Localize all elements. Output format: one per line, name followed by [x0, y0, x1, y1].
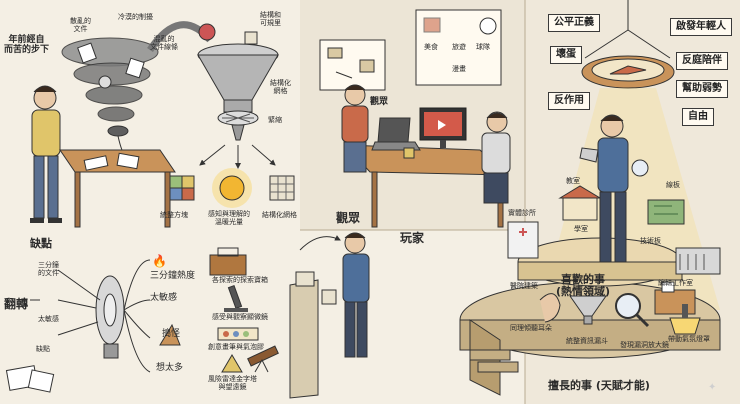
- sign-justice: 公平正義: [548, 14, 600, 32]
- central-figure: [579, 114, 649, 263]
- chaos-label-lines: 混亂的 文件線條: [150, 35, 178, 51]
- result-treasure-box: 各探索的探索寶箱: [212, 276, 268, 284]
- circuit-board-icon: [647, 199, 685, 225]
- hospital-building-icon: [507, 221, 539, 259]
- angry-face-icon: [198, 23, 216, 41]
- branch-lines: [123, 259, 151, 373]
- passion-title: 喜歡的事 (熱情領域): [556, 273, 611, 299]
- funnel-label-structure: 結構和 可規里: [260, 11, 281, 27]
- weakness-title: 缺點: [30, 237, 52, 250]
- observer-label: 觀眾: [336, 211, 361, 225]
- output-label-grid: 結構化網格: [262, 211, 297, 219]
- person-caption: 年前經自 而苦的步下: [4, 35, 50, 55]
- left-desk: [59, 149, 176, 228]
- output-label-cube: 統整方塊: [160, 211, 188, 219]
- player-label: 玩家: [400, 231, 425, 245]
- sign-freedom: 自由: [682, 108, 714, 126]
- item-listening-ear: 同理傾聽耳朵: [510, 324, 552, 332]
- category-board: [415, 9, 502, 86]
- computer-icon: [403, 107, 467, 159]
- sign-help-weak: 幫助弱勢: [676, 80, 728, 98]
- compass-icon: [581, 55, 675, 89]
- grid-cube-icon: [269, 175, 295, 201]
- tent-icon: [159, 323, 181, 346]
- talent-title: 擅長的事 (天賦才能): [548, 379, 650, 392]
- observer-figure: [341, 84, 369, 173]
- item-hospital: 醫院建築: [510, 282, 538, 290]
- item-classroom: 教室: [566, 177, 580, 185]
- ear-icon: [539, 293, 561, 323]
- wall-board: [319, 39, 386, 91]
- item-study: 學室: [574, 225, 588, 233]
- result-paintbrush: 創意畫筆與氣泡膠: [208, 343, 264, 351]
- school-building-icon: [558, 185, 602, 221]
- held-funnel-icon: [579, 147, 599, 163]
- sun-icon: [212, 168, 252, 208]
- observer-label-top: 觀眾: [370, 97, 389, 107]
- chaos-label-cold: 冷漠的制擾: [118, 13, 153, 21]
- grid-icon: [244, 31, 258, 45]
- funnel-label-tight: 緊縮: [268, 116, 282, 124]
- item-tech-board: 技術板: [640, 237, 661, 245]
- item-clinic: 實體診所: [508, 209, 536, 217]
- sign-companion: 反庭陪伴: [676, 52, 728, 70]
- tornado-icon: [61, 37, 159, 151]
- magnifier-icon: [615, 293, 650, 328]
- sign-villain: 壞蛋: [550, 46, 582, 64]
- player-figure: [481, 111, 511, 204]
- trait-sensitive: 太敏感: [150, 293, 178, 303]
- held-magnifier-icon: [631, 159, 649, 177]
- item-mood-lamp: 帶動氣氛燈罩: [668, 335, 710, 343]
- editing-studio-icon: [654, 281, 696, 315]
- item-info-funnel: 統整資訊漏斗: [566, 337, 608, 345]
- paintbrush-icon: [217, 327, 259, 341]
- chaos-label-messy-files: 散亂的 文件: [70, 17, 91, 33]
- puzzle-cube-icon: [321, 289, 337, 305]
- trait-short-interest: 三分鐘熱度: [150, 271, 196, 281]
- svg-text:✦: ✦: [708, 382, 716, 393]
- trait-odd: 搗怪: [162, 329, 181, 339]
- weakness-small-label-1: 太敏感: [38, 315, 59, 323]
- board-item-team: 球隊: [476, 43, 490, 51]
- result-telescope: 風險雷達金字塔 與望遠鏡: [208, 375, 257, 391]
- young-person-figure: [30, 85, 62, 223]
- item-wire-board: 線板: [666, 181, 680, 189]
- sign-inspire: 啟發年輕人: [670, 18, 732, 36]
- item-editing-studio: 編輯工作室: [658, 279, 693, 287]
- pedestal: [289, 271, 319, 399]
- microscope-icon: [224, 284, 248, 312]
- funnel-label-grid: 結構化 網格: [270, 79, 291, 95]
- funnel-icon: [197, 43, 279, 141]
- toolbox-icon: [209, 247, 247, 276]
- output-label-light: 感知與理解的 溫暖光量: [208, 210, 250, 226]
- weakness-wheel: [30, 269, 125, 359]
- result-microscope: 感受與觀察顯微鏡: [212, 313, 268, 321]
- weakness-small-label-0: 三分鐘 的文件: [38, 261, 59, 277]
- sign-reaction: 反作用: [548, 92, 590, 110]
- telescope-icon: [221, 345, 279, 373]
- board-item-food: 美食: [424, 43, 438, 51]
- lock-icon: [403, 147, 415, 159]
- flip-label: 翻轉: [4, 297, 29, 311]
- tech-board-icon: [675, 247, 721, 275]
- trait-overthink: 想太多: [156, 363, 184, 373]
- weakness-small-label-2: 缺點: [36, 345, 50, 353]
- funnel-small-icon: [569, 295, 607, 325]
- fire-icon: 🔥: [152, 254, 167, 268]
- item-bug-magnifier: 發現漏洞放大鏡: [620, 341, 669, 349]
- lamp-icon: [669, 304, 701, 335]
- standing-boy-figure: [321, 232, 370, 358]
- board-item-comics: 漫畫: [452, 65, 466, 73]
- board-item-travel: 旅遊: [452, 43, 466, 51]
- cube-icon: [169, 175, 195, 201]
